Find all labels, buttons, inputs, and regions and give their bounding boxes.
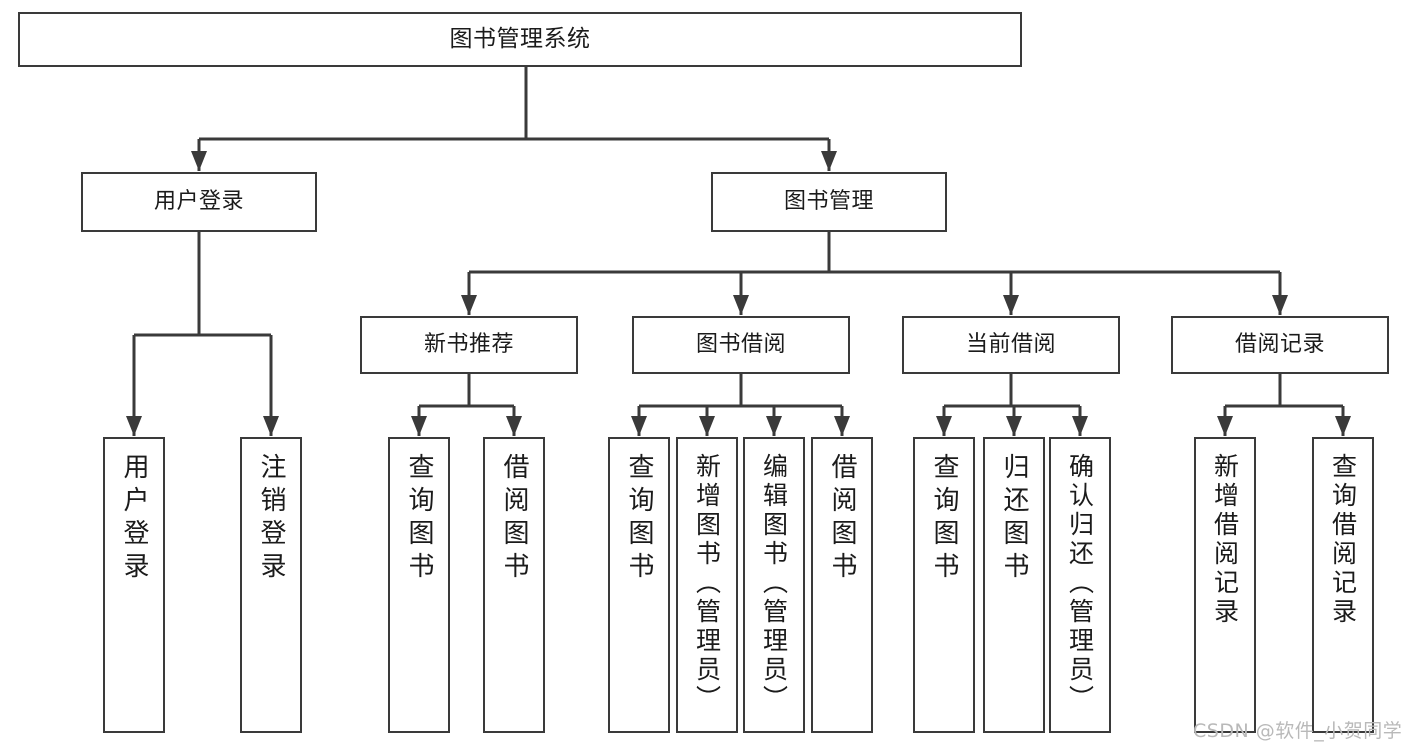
node-label: 查询图书	[929, 453, 959, 585]
node-leaf-borrow-book-2[interactable]: 借阅图书	[811, 437, 873, 733]
node-current-borrow[interactable]: 当前借阅	[902, 316, 1120, 374]
node-label: 确认归还（管理员）	[1065, 453, 1095, 714]
node-leaf-edit-book[interactable]: 编辑图书（管理员）	[743, 437, 805, 733]
node-label: 归还图书	[999, 453, 1029, 585]
node-label: 注销登录	[256, 453, 286, 585]
node-leaf-query-book-2[interactable]: 查询图书	[608, 437, 670, 733]
node-leaf-user-login[interactable]: 用户登录	[103, 437, 165, 733]
node-book-manage[interactable]: 图书管理	[711, 172, 947, 232]
node-label: 编辑图书（管理员）	[759, 453, 789, 714]
node-label: 新增图书（管理员）	[692, 453, 722, 714]
node-leaf-query-book-1[interactable]: 查询图书	[388, 437, 450, 733]
node-new-book-rec[interactable]: 新书推荐	[360, 316, 578, 374]
csdn-watermark: CSDN @软件_小贺同学	[1193, 720, 1403, 742]
node-leaf-query-book-3[interactable]: 查询图书	[913, 437, 975, 733]
node-label: 借阅图书	[499, 453, 529, 585]
node-borrow-record[interactable]: 借阅记录	[1171, 316, 1389, 374]
node-label: 借阅记录	[1234, 332, 1325, 358]
node-label: 图书借阅	[695, 332, 786, 358]
node-root-system[interactable]: 图书管理系统	[18, 12, 1022, 67]
node-label: 图书管理	[783, 189, 874, 215]
node-leaf-query-record[interactable]: 查询借阅记录	[1312, 437, 1374, 733]
node-leaf-return-book[interactable]: 归还图书	[983, 437, 1045, 733]
node-label: 新增借阅记录	[1210, 453, 1240, 627]
node-leaf-logout[interactable]: 注销登录	[240, 437, 302, 733]
node-label: 新书推荐	[423, 332, 514, 358]
node-label: 当前借阅	[965, 332, 1056, 358]
node-leaf-add-record[interactable]: 新增借阅记录	[1194, 437, 1256, 733]
node-label: 用户登录	[153, 189, 244, 215]
node-label: 查询图书	[624, 453, 654, 585]
node-leaf-confirm-return[interactable]: 确认归还（管理员）	[1049, 437, 1111, 733]
node-label: 借阅图书	[827, 453, 857, 585]
node-leaf-add-book[interactable]: 新增图书（管理员）	[676, 437, 738, 733]
node-leaf-borrow-book-1[interactable]: 借阅图书	[483, 437, 545, 733]
node-label: 查询图书	[404, 453, 434, 585]
node-label: 查询借阅记录	[1328, 453, 1358, 627]
node-book-borrow[interactable]: 图书借阅	[632, 316, 850, 374]
node-label: 图书管理系统	[449, 26, 591, 53]
node-label: 用户登录	[119, 453, 149, 585]
node-user-login[interactable]: 用户登录	[81, 172, 317, 232]
